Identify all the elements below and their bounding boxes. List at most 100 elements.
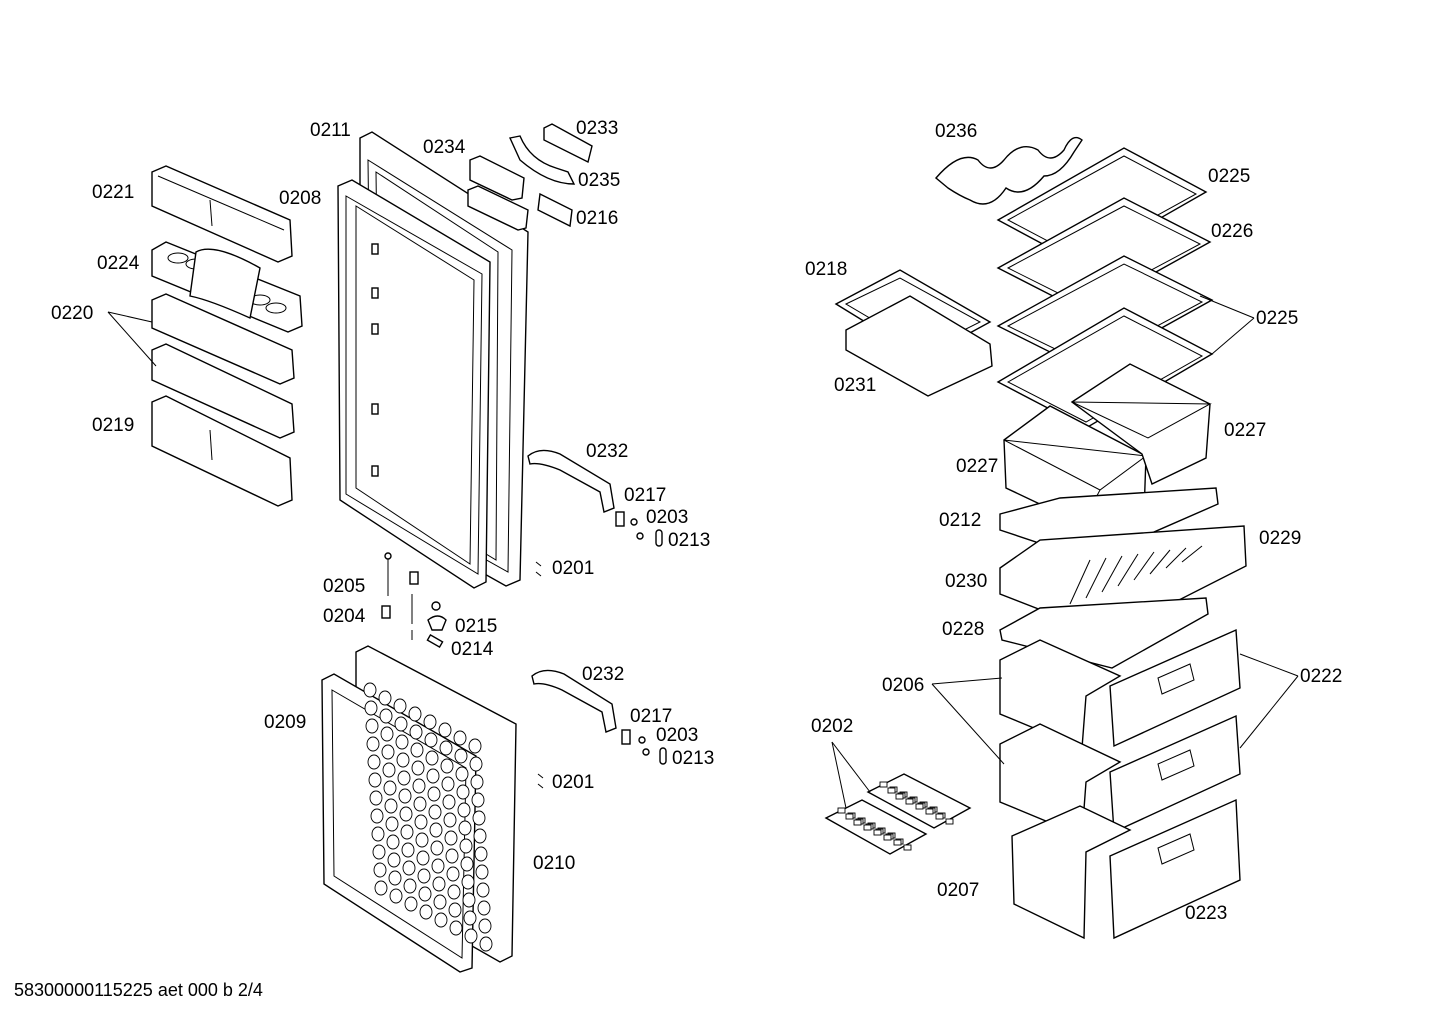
crisper-rib xyxy=(1165,547,1187,569)
liner-dimple xyxy=(431,858,445,874)
liner-dimple xyxy=(387,852,401,868)
liner-dimple xyxy=(427,786,441,802)
liner-dimple xyxy=(399,806,413,822)
liner-dimple xyxy=(469,756,483,772)
ice-cell xyxy=(879,781,888,788)
label-0217-upper: 0217 xyxy=(624,485,666,506)
drawer-front-0223 xyxy=(1109,798,1241,940)
bottle-rack-0236 xyxy=(935,136,1083,205)
liner-dimple xyxy=(454,748,468,764)
ice-cell xyxy=(905,798,914,805)
bracket-0217b xyxy=(621,729,631,745)
liner-dimple xyxy=(363,682,377,698)
liner-dimple xyxy=(429,822,443,838)
liner-dimple xyxy=(472,810,486,826)
crisper-rib xyxy=(1133,551,1155,581)
label-0234: 0234 xyxy=(423,137,466,158)
door-handle-0232b xyxy=(531,669,617,733)
liner-dimple xyxy=(404,896,418,912)
label-0235: 0235 xyxy=(578,170,620,191)
liner-dimple xyxy=(410,742,424,758)
handle-0235 xyxy=(508,135,576,185)
liner-dimple xyxy=(368,772,382,788)
liner-dimple xyxy=(425,750,439,766)
label-0221: 0221 xyxy=(92,182,134,203)
liner-dimple xyxy=(458,820,472,836)
liner-dimple xyxy=(440,758,454,774)
ice-cell xyxy=(887,787,896,794)
liner-dimple xyxy=(397,770,411,786)
liner-dimple xyxy=(432,876,446,892)
ice-cell xyxy=(925,808,934,815)
liner-dimple xyxy=(381,744,395,760)
door-gasket-0208 xyxy=(337,179,491,589)
liner-dimple xyxy=(463,910,477,926)
liner-dimple xyxy=(460,856,474,872)
liner-dimple xyxy=(398,788,412,804)
label-0220: 0220 xyxy=(51,303,93,324)
liner-dimple xyxy=(457,802,471,818)
label-0207: 0207 xyxy=(937,880,979,901)
label-0215: 0215 xyxy=(455,616,497,637)
upper-door-assembly xyxy=(151,123,663,649)
liner-dimple xyxy=(447,884,461,900)
box-0227b xyxy=(1070,363,1212,485)
liner-dimple xyxy=(428,804,442,820)
liner-dimple xyxy=(478,918,492,934)
label-0225-top: 0225 xyxy=(1208,166,1250,187)
label-0228: 0228 xyxy=(942,619,984,640)
freezer-drawer-0206a xyxy=(999,628,1241,750)
ice-cell xyxy=(837,807,846,814)
liner-dimple xyxy=(383,780,397,796)
trim-0234 xyxy=(469,155,525,201)
freezer-drawer-0207 xyxy=(1011,798,1241,940)
cabinet-interior-assembly xyxy=(824,136,1299,940)
label-0210: 0210 xyxy=(533,853,575,874)
label-0212: 0212 xyxy=(939,510,981,531)
label-0201-lower: 0201 xyxy=(552,772,594,793)
liner-dimple xyxy=(433,894,447,910)
liner-dimple xyxy=(395,734,409,750)
label-0218: 0218 xyxy=(805,259,847,280)
label-0201-upper: 0201 xyxy=(552,558,594,579)
liner-dimple xyxy=(430,840,444,856)
liner-dimple xyxy=(475,864,489,880)
label-0208: 0208 xyxy=(279,188,321,209)
liner-dimple xyxy=(438,722,452,738)
liner-dimple xyxy=(412,778,426,794)
liner-dimple xyxy=(417,868,431,884)
liner-dimple xyxy=(414,814,428,830)
label-0213-lower: 0213 xyxy=(672,748,714,769)
label-0216: 0216 xyxy=(576,208,618,229)
liner-dimple xyxy=(464,928,478,944)
liner-dimple xyxy=(473,828,487,844)
liner-dimple xyxy=(367,754,381,770)
part-labels: 0211 0234 0233 0235 0216 0221 0208 0224 … xyxy=(51,118,1342,924)
liner-dimple xyxy=(462,892,476,908)
liner-dimple xyxy=(439,740,453,756)
ice-cell xyxy=(863,824,872,831)
liner-dimple xyxy=(468,738,482,754)
liner-dimple xyxy=(442,794,456,810)
liner-dimple xyxy=(441,776,455,792)
liner-dimple xyxy=(477,900,491,916)
label-0236: 0236 xyxy=(935,121,977,142)
label-0231: 0231 xyxy=(834,375,876,396)
liner-dimple xyxy=(373,862,387,878)
label-0233: 0233 xyxy=(576,118,618,139)
liner-dimple xyxy=(423,714,437,730)
liner-dimples xyxy=(363,682,493,952)
liner-dimple xyxy=(474,846,488,862)
liner-dimple xyxy=(389,888,403,904)
liner-dimple xyxy=(471,792,485,808)
ice-cell xyxy=(945,818,954,825)
liner-dimple xyxy=(448,902,462,918)
liner-dimple xyxy=(396,752,410,768)
door-shelf-0219 xyxy=(151,395,293,507)
liner-dimple xyxy=(402,860,416,876)
drawer-0218 xyxy=(834,269,993,397)
liner-dimple xyxy=(394,716,408,732)
ice-cell xyxy=(883,834,892,841)
liner-dimple xyxy=(366,736,380,752)
